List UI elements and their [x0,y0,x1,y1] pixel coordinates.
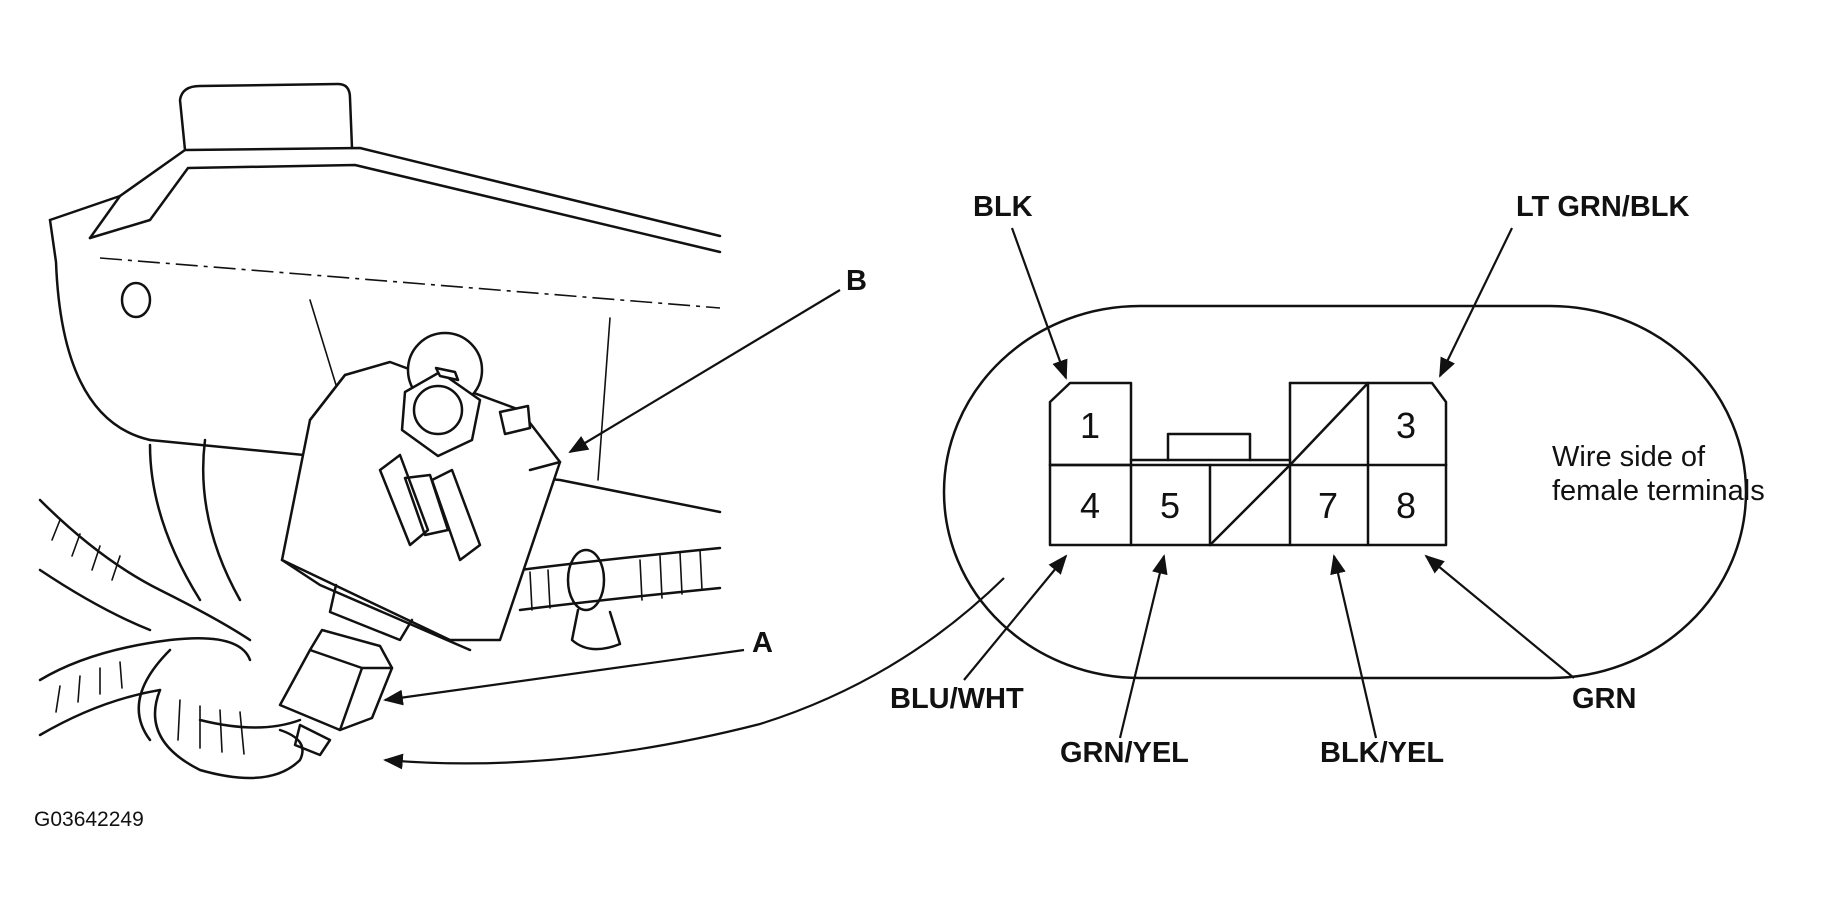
wire-arrow-pin7 [1330,554,1378,739]
wire-arrow-pin3 [1439,227,1513,378]
connector-outline [942,304,1748,680]
terminal-3: 3 [1396,405,1416,446]
side-note-line1: Wire side of [1552,441,1706,473]
figure-code: G03642249 [34,808,144,831]
connector-a [278,628,394,757]
callout-a-label: A [752,627,773,659]
wire-arrow-pin1 [1010,227,1068,380]
terminal-4: 4 [1080,485,1100,526]
terminal-view: 1 3 4 5 7 8 [942,304,1748,680]
wire-label-pin8: GRN [1572,683,1636,715]
callout-a-arrow [383,648,745,706]
connector-view-pointer [383,577,1005,770]
side-note-line2: female terminals [1552,475,1765,507]
callout-b-arrow [568,289,841,454]
wire-label-pin7: BLK/YEL [1320,737,1444,769]
wire-arrow-pin4 [963,554,1068,681]
terminal-5: 5 [1160,485,1180,526]
wire-label-pin5: GRN/YEL [1060,737,1189,769]
wire-label-pin1: BLK [973,191,1033,223]
wire-arrow-pin8 [1424,554,1575,679]
wire-arrow-pin5 [1118,554,1168,739]
terminal-1: 1 [1080,405,1100,446]
terminal-7: 7 [1318,485,1338,526]
wire-label-pin4: BLU/WHT [890,683,1024,715]
wire-harness [38,438,722,780]
terminal-8: 8 [1396,485,1416,526]
unit-b [280,331,562,652]
callout-b-label: B [846,265,867,297]
wire-label-pin3: LT GRN/BLK [1516,191,1689,223]
